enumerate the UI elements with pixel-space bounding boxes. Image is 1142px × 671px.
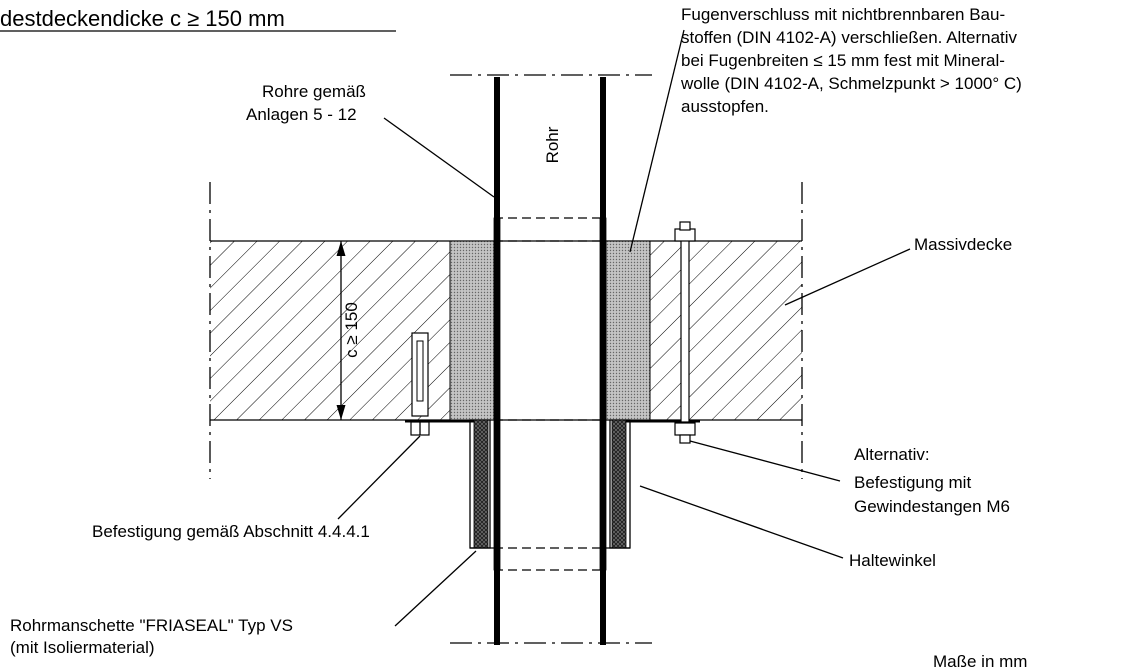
leader-rohre: [383, 117, 495, 198]
leader-massivdecke: [784, 248, 911, 306]
svg-text:Befestigung mit: Befestigung mit: [854, 473, 971, 492]
leader-gewindestangen: [689, 440, 841, 482]
svg-text:stoffen (DIN 4102-A) verschlie: stoffen (DIN 4102-A) verschließen. Alter…: [681, 28, 1018, 47]
svg-text:Rohre gemäß: Rohre gemäß: [262, 82, 366, 101]
svg-text:wolle (DIN 4102-A, Schmelzpunk: wolle (DIN 4102-A, Schmelzpunkt > 1000° …: [680, 74, 1022, 93]
dowel-anchor-left: [410, 332, 430, 436]
leader-fugenverschluss: [629, 29, 685, 253]
svg-text:(mit Isoliermaterial): (mit Isoliermaterial): [10, 638, 155, 657]
label-fugenverschluss: Fugenverschluss mit nichtbrennbaren Bau-…: [680, 5, 1022, 116]
svg-text:ausstopfen.: ausstopfen.: [681, 97, 769, 116]
massive-slab: [210, 240, 802, 421]
dimension-line-slab-thickness: [336, 241, 346, 420]
leader-haltewinkel: [639, 485, 844, 559]
pipe-collar-left: [469, 419, 494, 549]
threaded-rod-right: [674, 221, 696, 444]
svg-text:Rohrmanschette "FRIASEAL" Typ: Rohrmanschette "FRIASEAL" Typ VS: [10, 616, 293, 635]
label-befestigung: Befestigung gemäß Abschnitt 4.4.4.1: [92, 522, 370, 541]
svg-text:Anlagen 5 - 12: Anlagen 5 - 12: [246, 105, 357, 124]
leader-befestigung: [337, 435, 421, 520]
label-haltewinkel: Haltewinkel: [849, 551, 936, 570]
label-alternativ: Alternativ: Befestigung mit Gewindestang…: [854, 445, 1010, 516]
label-rohre: Rohre gemäß Anlagen 5 - 12: [246, 82, 366, 124]
pipe-label: Rohr: [543, 126, 562, 163]
leader-rohrmanschette: [394, 550, 477, 627]
pipe-collar-right: [606, 419, 631, 549]
label-masse: Maße in mm: [933, 652, 1027, 671]
title: destdeckendicke c ≥ 150 mm: [0, 6, 285, 31]
joint-filling-right: [605, 240, 651, 421]
svg-text:Alternativ:: Alternativ:: [854, 445, 930, 464]
label-rohrmanschette: Rohrmanschette "FRIASEAL" Typ VS (mit Is…: [10, 616, 293, 657]
label-massivdecke: Massivdecke: [914, 235, 1012, 254]
dimension-label: c ≥ 150: [342, 302, 361, 358]
joint-filling-left: [449, 240, 495, 421]
svg-text:Gewindestangen M6: Gewindestangen M6: [854, 497, 1010, 516]
svg-text:Fugenverschluss mit nichtbrenn: Fugenverschluss mit nichtbrennbaren Bau-: [681, 5, 1005, 24]
svg-text:bei Fugenbreiten ≤ 15 mm fest: bei Fugenbreiten ≤ 15 mm fest mit Minera…: [681, 51, 1005, 70]
